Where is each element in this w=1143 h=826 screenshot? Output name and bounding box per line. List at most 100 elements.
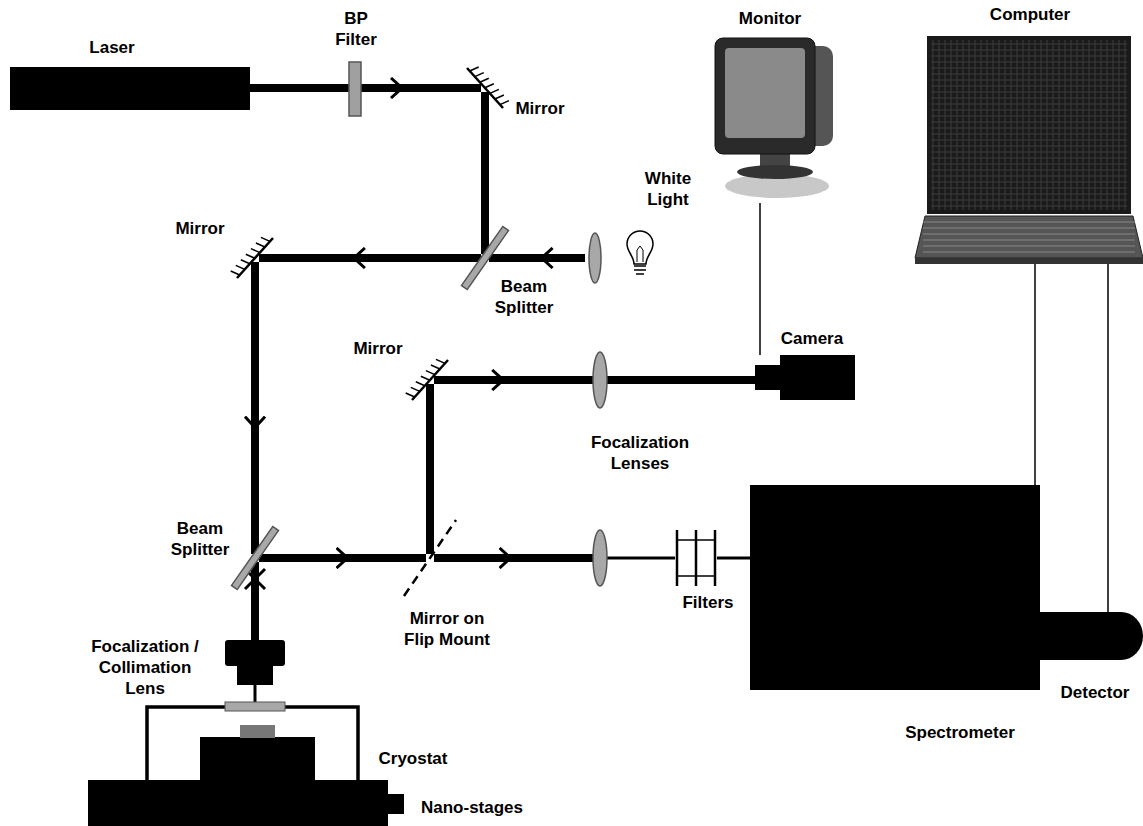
component-label: Detector <box>1061 682 1130 703</box>
screen-texture <box>931 68 1127 69</box>
screen-texture <box>951 40 952 210</box>
beam-splitter-shape <box>251 554 259 562</box>
mirror-hatch <box>416 382 425 386</box>
bandpass-filter-outline <box>349 62 361 116</box>
screen-texture <box>1005 40 1006 210</box>
detector-body: Detector <box>1040 612 1143 660</box>
screen-texture <box>1065 40 1066 210</box>
computer-icon: Computer <box>915 36 1143 264</box>
filter-stack-outline <box>676 530 679 586</box>
mirror-hatch <box>431 365 440 369</box>
white-light-source-shape <box>585 228 660 288</box>
objective-lens-outline <box>225 640 285 666</box>
focusing-lens: Focalization Lenses <box>593 530 607 586</box>
beam-splitter-shape <box>481 254 489 262</box>
screen-texture <box>1035 40 1036 210</box>
component-label: Cryostat <box>379 748 448 769</box>
screen-texture <box>981 40 982 210</box>
screen-texture <box>1125 40 1126 210</box>
mirror: Mirror <box>426 376 434 384</box>
mirror-hatch <box>411 387 420 391</box>
objective-lens: Focalization / Collimation Lens <box>225 640 285 685</box>
computer-icon-shape <box>915 36 1143 264</box>
camera-icon: Camera <box>755 355 855 400</box>
screen-texture <box>1053 40 1054 210</box>
mirror-hatch <box>436 359 445 363</box>
laser-body-shape <box>10 67 250 110</box>
screen-texture <box>931 116 1127 117</box>
light-bulb <box>627 231 653 264</box>
light-beam <box>717 557 750 560</box>
light-beam <box>251 262 259 554</box>
screen-texture <box>931 56 1127 57</box>
key-rows <box>923 246 1135 247</box>
nano-stage: Nano-stages <box>88 780 388 826</box>
monitor-icon: Monitor <box>715 38 835 203</box>
objective-lens-shape <box>225 640 285 685</box>
component-label: Focalization / Collimation Lens <box>84 636 206 699</box>
component-label: Focalization Lenses <box>583 432 698 474</box>
component-label: Laser <box>89 37 134 58</box>
spectrometer-box: Spectrometer <box>750 485 1040 690</box>
screen-texture <box>931 80 1127 81</box>
screen-texture <box>931 62 1127 63</box>
screen-texture <box>969 40 970 210</box>
screen-texture <box>1101 40 1102 210</box>
light-beam <box>259 254 481 262</box>
detector-body-outline <box>1040 612 1143 660</box>
screen-texture <box>957 40 958 210</box>
bandpass-filter: BP Filter <box>349 62 361 116</box>
signal-cable <box>1107 264 1109 612</box>
signal-cable <box>759 203 761 355</box>
mirror-surface <box>237 238 273 278</box>
component-label: Spectrometer <box>905 722 1015 743</box>
cryostat-window <box>225 702 285 711</box>
white-light-source: White Light <box>585 228 660 288</box>
key-rows <box>923 228 1135 229</box>
key-rows <box>923 252 1135 253</box>
mirror-hatch <box>495 95 504 99</box>
mirror-hatch <box>256 243 265 247</box>
screen-texture <box>931 50 1127 51</box>
mirror-hatch <box>261 237 270 241</box>
screen-texture <box>931 164 1127 165</box>
screen-texture <box>993 40 994 210</box>
component-label: Filters <box>682 592 733 613</box>
objective-tip <box>237 664 273 685</box>
screen-texture <box>931 152 1127 153</box>
mirror-hatch <box>236 265 245 269</box>
screen-texture <box>931 194 1127 195</box>
screen-texture <box>931 98 1127 99</box>
screen-texture <box>1029 40 1030 210</box>
light-beam <box>607 557 675 560</box>
screen-texture <box>1071 40 1072 210</box>
spectrometer-box-shape <box>750 485 1040 690</box>
camera-icon-outline <box>780 355 855 400</box>
mirror-surface <box>412 360 448 400</box>
monitor-icon-outline <box>715 38 815 154</box>
light-beam <box>426 384 434 554</box>
screen-texture <box>1107 40 1108 210</box>
mirror-hatch <box>475 73 484 77</box>
screen-texture <box>1011 40 1012 210</box>
screen-texture <box>1113 40 1114 210</box>
screen-texture <box>931 134 1127 135</box>
screen-texture <box>1047 40 1048 210</box>
bandpass-filter-shape <box>349 62 361 116</box>
flip-mirror-outline <box>404 520 456 596</box>
monitor-base <box>737 165 813 179</box>
light-beam <box>361 84 481 92</box>
component-label: BP Filter <box>331 8 381 50</box>
nano-stage-shape <box>88 780 388 826</box>
screen-texture <box>931 74 1127 75</box>
mirror-hatch <box>246 254 255 258</box>
component-label: Nano-stages <box>421 797 523 818</box>
screen-texture <box>931 140 1127 141</box>
screen-texture <box>931 44 1127 45</box>
mirror-hatch <box>426 371 435 375</box>
component-label: Monitor <box>739 8 801 29</box>
filter-stack: Filters <box>675 530 717 586</box>
component-label: Mirror <box>353 338 402 359</box>
screen-texture <box>1077 40 1078 210</box>
screen-texture <box>1119 40 1120 210</box>
